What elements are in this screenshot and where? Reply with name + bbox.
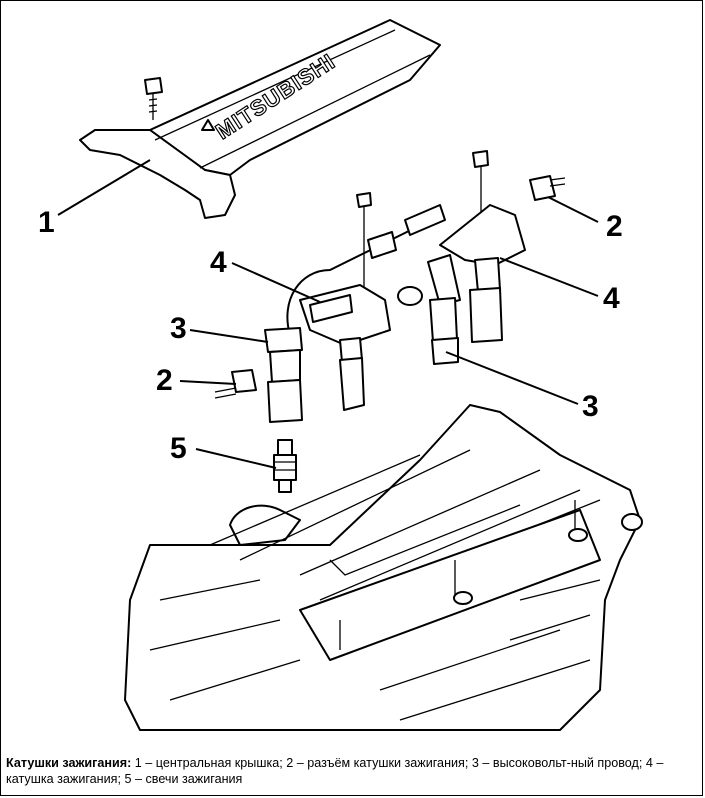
callout-5: 5	[170, 432, 187, 465]
leader-lines	[57, 159, 599, 469]
callout-labels: 1 2 4 4 3 2 3 5	[38, 206, 623, 465]
engine-head	[124, 404, 643, 731]
ignition-coil-diagram: MITSUBISHI	[38, 19, 643, 731]
caption-title: Катушки зажигания:	[6, 756, 132, 770]
callout-3-right: 3	[582, 390, 599, 423]
callout-2-left: 2	[156, 364, 173, 397]
spark-plug	[273, 439, 297, 493]
callout-2-right: 2	[606, 210, 623, 243]
figure-caption: Катушки зажигания: 1 – центральная крышк…	[0, 747, 705, 795]
central-cover: MITSUBISHI	[79, 19, 441, 219]
coil-connectors	[214, 175, 566, 399]
caption-text: 1 – центральная крышка; 2 – разъём катуш…	[6, 756, 664, 786]
coil-assembly-right	[397, 150, 526, 365]
coil-assembly-left	[264, 192, 446, 423]
callout-4-right: 4	[603, 282, 620, 315]
callout-4-left: 4	[210, 246, 227, 279]
callout-1: 1	[38, 206, 55, 239]
callout-3-left: 3	[170, 312, 187, 345]
brand-logo-icon	[201, 119, 215, 131]
